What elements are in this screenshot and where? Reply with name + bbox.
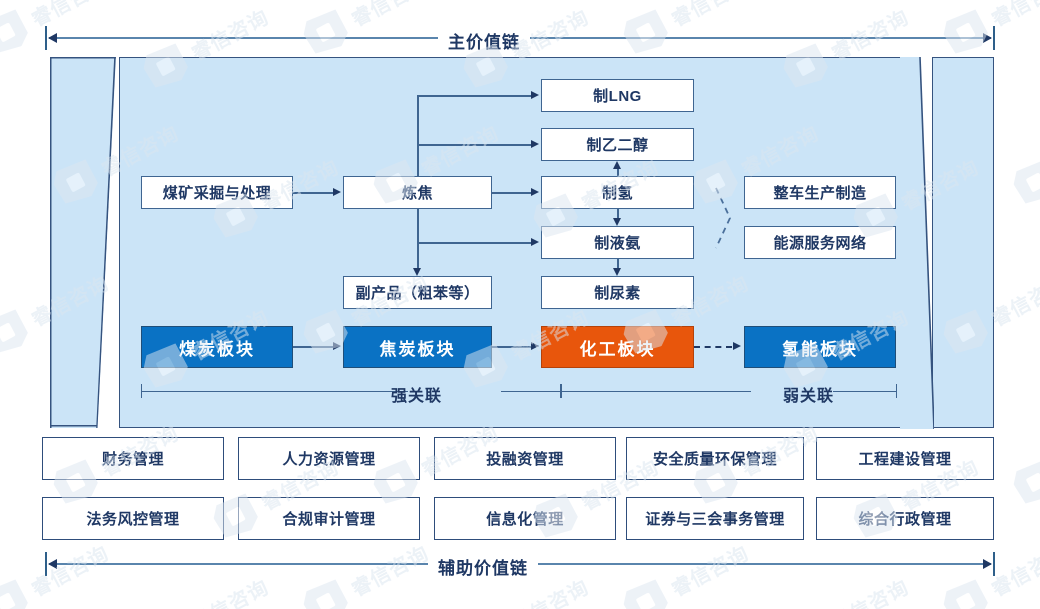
watermark-logo-icon [0,4,35,61]
strong-ruler-line-right [501,391,561,393]
process-box-liquid-ammonia[interactable]: 制液氨 [541,226,694,259]
dashed-chevron-icon [715,187,731,249]
connector-seg2-to-seg3 [694,346,732,348]
connector-seg1-to-seg2 [492,346,533,348]
connector-coking-to-liquid-ammonia-arrow-icon [531,238,539,246]
bottom-axis-arrow-right-icon [983,559,992,569]
connector-hydrogen-to-eg-arrow-icon [613,161,621,169]
watermark-logo-icon [0,304,35,361]
connector-hydrogen-to-liquid-ammonia-arrow-icon [613,218,621,226]
watermark-text: 睿信咨询 [187,576,273,609]
process-box-vehicle-manufacturing[interactable]: 整车生产制造 [744,176,896,209]
connector-coal-to-coking [293,192,335,194]
weak-relation-label: 弱关联 [783,388,835,405]
segment-block-2[interactable]: 化工板块 [541,326,694,368]
bottom-axis-right-cap [993,552,995,576]
connector-coal-to-coking-arrow-icon [333,188,341,196]
support-box-r1c1[interactable]: 财务管理 [42,437,224,480]
support-box-r1c4[interactable]: 安全质量环保管理 [626,437,804,480]
bottom-axis-left-cap [45,552,47,576]
support-box-r1c3[interactable]: 投融资管理 [434,437,616,480]
process-box-hydrogen[interactable]: 制氢 [541,176,694,209]
watermark-logo-icon [0,574,35,609]
support-box-r2c2[interactable]: 合规审计管理 [238,497,420,540]
segment-block-1[interactable]: 焦炭板块 [343,326,492,368]
watermark-logo-icon [1008,154,1040,211]
watermark-logo-icon [618,574,675,609]
top-axis-right-cap [993,26,995,50]
watermark-mark: 睿信咨询 [1008,111,1040,211]
top-axis-arrow-left-icon [48,33,57,43]
weak-ruler-line-left [561,391,751,393]
connector-seg0-to-seg1 [293,346,335,348]
connector-seg1-to-seg2-arrow-icon [531,342,539,350]
segment-block-0[interactable]: 煤炭板块 [141,326,293,368]
weak-ruler-tick-right [896,384,898,398]
connector-coking-to-eg [417,144,533,146]
watermark-mark: 睿信咨询 [1008,411,1040,511]
support-box-r1c5[interactable]: 工程建设管理 [816,437,994,480]
support-box-r2c1[interactable]: 法务风控管理 [42,497,224,540]
strong-ruler-line-left [141,391,408,393]
connector-seg2-to-seg3-arrow-icon [733,342,741,350]
left-panel-diagonal-icon [96,57,116,428]
connector-coking-to-eg-arrow-icon [531,140,539,148]
support-box-r2c5[interactable]: 综合行政管理 [816,497,994,540]
connector-liquid-ammonia-to-urea [617,259,619,271]
watermark-logo-icon [1008,454,1040,511]
connector-hydrogen-to-liquid-ammonia [617,209,619,221]
watermark-logo-icon [298,574,355,609]
segment-block-3[interactable]: 氢能板块 [744,326,896,368]
connector-liquid-ammonia-to-urea-arrow-icon [613,268,621,276]
process-box-urea[interactable]: 制尿素 [541,276,694,309]
process-box-coal-mining[interactable]: 煤矿采掘与处理 [141,176,293,209]
main-panel-right-taper-icon [900,57,934,429]
connector-coking-to-lng-arrow-icon [531,91,539,99]
connector-coking-spine-up [417,95,419,177]
connector-coking-to-hydrogen [492,192,533,194]
process-box-lng[interactable]: 制LNG [541,79,694,112]
right-sales-panel [932,57,994,428]
process-box-byproduct[interactable]: 副产品（粗苯等） [343,276,492,309]
connector-coking-to-lng [417,95,533,97]
strong-relation-label: 强关联 [391,388,443,405]
top-axis-arrow-right-icon [983,33,992,43]
support-box-r2c4[interactable]: 证券与三会事务管理 [626,497,804,540]
strong-ruler-tick-right [560,384,562,398]
connector-coking-to-byproduct-arrow-icon [413,268,421,276]
top-axis-left-cap [45,26,47,50]
connector-hydrogen-to-eg [617,167,619,179]
bottom-axis-arrow-left-icon [48,559,57,569]
process-box-ethylene-glycol[interactable]: 制乙二醇 [541,128,694,161]
weak-relation-ruler [561,382,898,400]
support-box-r1c2[interactable]: 人力资源管理 [238,437,420,480]
connector-coking-to-hydrogen-arrow-icon [531,188,539,196]
top-axis-label: 主价值链 [438,28,530,53]
watermark-logo-icon [938,574,995,609]
strong-relation-ruler [141,382,562,400]
support-box-r2c3[interactable]: 信息化管理 [434,497,616,540]
weak-ruler-line-right [833,391,896,393]
left-procurement-panel [50,57,116,428]
connector-coking-spine-down [417,209,419,271]
connector-coking-to-liquid-ammonia [417,242,533,244]
process-box-coking[interactable]: 炼焦 [343,176,492,209]
bottom-axis-label: 辅助价值链 [428,554,538,579]
connector-seg0-to-seg1-arrow-icon [333,342,341,350]
process-box-energy-service-network[interactable]: 能源服务网络 [744,226,896,259]
watermark-text: 睿信咨询 [827,576,913,609]
